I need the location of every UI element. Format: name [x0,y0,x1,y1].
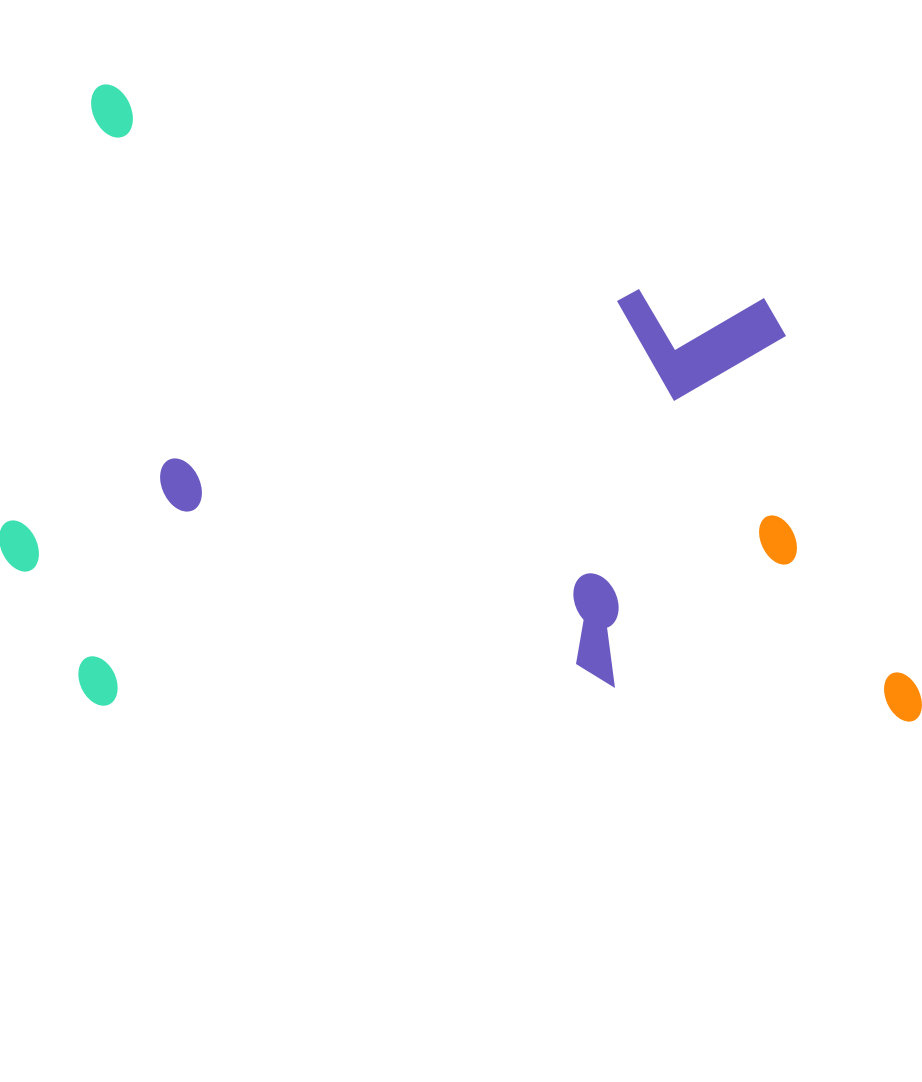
purple-keyhole [573,573,619,688]
green-dot-top-left [91,84,133,138]
orange-dot-right-edge [884,672,922,722]
green-dot-left-edge [0,520,39,572]
orange-dot-right [759,515,797,565]
purple-keyhole-stem [576,612,615,688]
green-dot-lower-left [78,656,118,706]
purple-dot-left [160,458,202,512]
purple-chevron [617,289,786,401]
